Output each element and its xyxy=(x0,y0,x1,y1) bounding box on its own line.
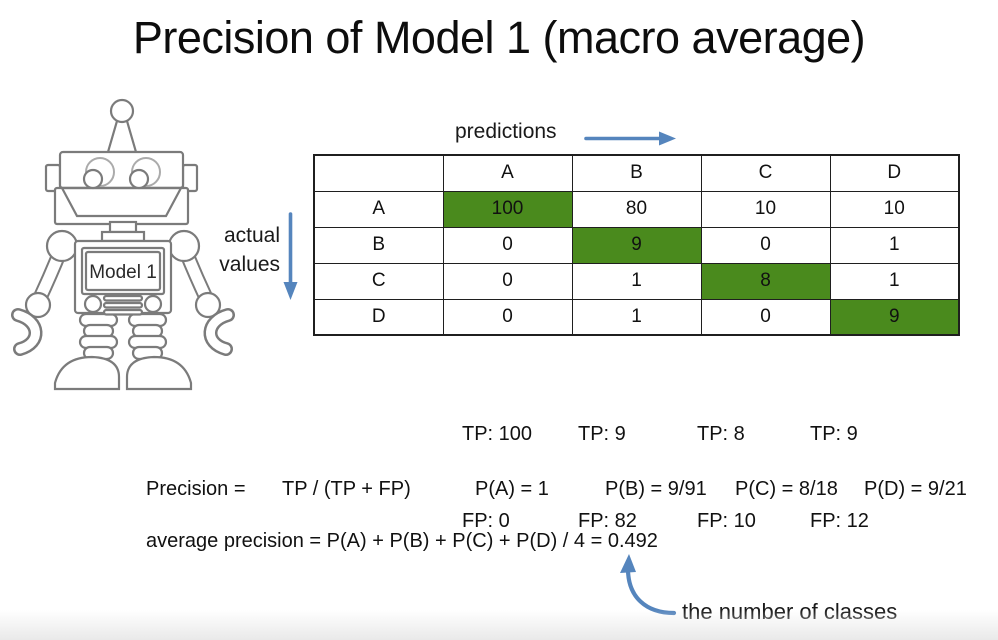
matrix-cell-diagonal: 9 xyxy=(829,298,960,336)
matrix-row-label: A xyxy=(313,190,444,228)
confusion-matrix-table: A B C D A 100 80 10 10 B 0 9 0 1 C 0 1 8… xyxy=(313,154,960,336)
matrix-row-label: D xyxy=(313,298,444,336)
predictions-axis-label: predictions xyxy=(455,120,557,143)
precision-a: P(A) = 1 xyxy=(475,478,549,500)
matrix-cell: 0 xyxy=(442,262,573,300)
robot-illustration: Model 1 xyxy=(11,98,235,391)
actual-values-axis-label: actual values xyxy=(219,224,280,276)
fp-value: FP: 0 xyxy=(462,510,510,532)
average-precision-formula: average precision = P(A) + P(B) + P(C) +… xyxy=(146,530,658,552)
matrix-cell-diagonal: 100 xyxy=(442,190,573,228)
matrix-col-header: D xyxy=(829,154,960,192)
robot-head xyxy=(44,98,199,226)
matrix-cell: 0 xyxy=(442,298,573,336)
precision-b: P(B) = 9/91 xyxy=(605,478,707,500)
page-title: Precision of Model 1 (macro average) xyxy=(132,12,866,63)
matrix-corner-cell xyxy=(313,154,444,192)
tp-value: TP: 9 xyxy=(810,423,858,445)
matrix-cell: 1 xyxy=(571,262,702,300)
matrix-row-d: D 0 1 0 9 xyxy=(313,298,960,336)
fp-value: FP: 10 xyxy=(697,510,756,532)
matrix-cell: 0 xyxy=(442,226,573,264)
tp-value: TP: 100 xyxy=(462,423,533,445)
bottom-fade xyxy=(0,610,998,640)
robot-left-arm xyxy=(11,239,70,356)
matrix-header-row: A B C D xyxy=(313,154,960,192)
matrix-cell: 1 xyxy=(829,262,960,300)
column-stats-d: TP: 9 FP: 12 xyxy=(810,362,869,594)
matrix-cell: 10 xyxy=(829,190,960,228)
matrix-row-a: A 100 80 10 10 xyxy=(313,190,960,228)
tp-value: TP: 8 xyxy=(697,423,745,445)
matrix-row-label: C xyxy=(313,262,444,300)
matrix-cell: 1 xyxy=(829,226,960,264)
matrix-row-label: B xyxy=(313,226,444,264)
matrix-col-header: B xyxy=(571,154,702,192)
precision-c: P(C) = 8/18 xyxy=(735,478,838,500)
robot-body: Model 1 xyxy=(73,220,173,316)
precision-d: P(D) = 9/21 xyxy=(864,478,967,500)
matrix-cell: 10 xyxy=(700,190,831,228)
robot-label: Model 1 xyxy=(89,262,157,283)
column-stats-c: TP: 8 FP: 10 xyxy=(697,362,756,594)
down-arrow-icon xyxy=(283,212,298,300)
robot-right-arm xyxy=(176,239,235,356)
matrix-cell: 0 xyxy=(700,298,831,336)
fp-value: FP: 12 xyxy=(810,510,869,532)
tp-value: TP: 9 xyxy=(578,423,626,445)
fp-value: FP: 82 xyxy=(578,510,637,532)
matrix-cell-diagonal: 8 xyxy=(700,262,831,300)
matrix-cell: 0 xyxy=(700,226,831,264)
precision-label: Precision = xyxy=(146,478,246,500)
column-stats-a: TP: 100 FP: 0 xyxy=(462,362,532,594)
matrix-col-header: C xyxy=(700,154,831,192)
matrix-cell: 80 xyxy=(571,190,702,228)
robot-legs xyxy=(53,312,193,391)
matrix-col-header: A xyxy=(442,154,573,192)
matrix-row-b: B 0 9 0 1 xyxy=(313,226,960,264)
column-stats-b: TP: 9 FP: 82 xyxy=(578,362,637,594)
precision-formula: TP / (TP + FP) xyxy=(282,478,411,500)
matrix-cell: 1 xyxy=(571,298,702,336)
matrix-row-c: C 0 1 8 1 xyxy=(313,262,960,300)
matrix-cell-diagonal: 9 xyxy=(571,226,702,264)
right-arrow-icon xyxy=(584,131,676,146)
